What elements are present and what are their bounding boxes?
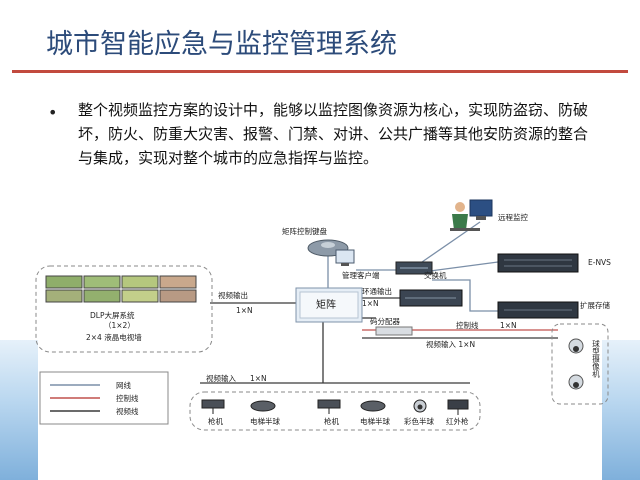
dome-half-camera-icon [250,400,276,412]
legend: 网线 控制线 视频线 [39,371,169,425]
camera-label: 枪机 [208,416,223,426]
management-client-label: 管理客户端 [342,270,380,280]
tv-screen [83,289,121,303]
client-monitor-icon [335,249,355,264]
video-input-right-label: 视频输入 1×N [426,339,475,349]
legend-network-label: 网线 [116,380,131,390]
camera-label: 枪机 [324,416,339,426]
dome-half-camera-icon [360,400,386,412]
splitter-unit: 码分配器 [370,317,413,336]
expand-storage-label: 扩展存储 [580,300,610,310]
video-input-bottom-count: 1×N [250,374,267,383]
loop-output-count: 1×N [362,299,379,308]
tv-wall-group: DLP大屏系统 （1×2） 2×4 液晶电视墙 [35,265,213,353]
expand-storage: 扩展存储 [497,300,610,319]
network-switch: 交换机 [395,261,447,280]
operator-head-icon [455,202,465,212]
dome-camera-label: 球型摄像机 [591,339,600,379]
connection-lines [200,221,558,384]
camera-label: 电梯半球 [250,416,280,426]
dome-camera-group: 球型摄像机 [551,323,609,405]
envs-rack-icon [497,253,579,273]
lcd-wall-label: 2×4 液晶电视墙 [86,332,142,342]
control-line-label: 控制线 [456,320,479,330]
loop-output-label: 环通输出 [362,286,392,296]
envs-server: E-NVS [497,253,611,273]
slide-title: 城市智能应急与监控管理系统 [46,29,397,60]
camera-dashed-frame [189,391,481,431]
sky-decoration-right [602,340,640,480]
matrix-keyboard-label: 矩阵控制键盘 [282,226,327,236]
tv-wall-screens [45,275,197,303]
dome-dashed-frame [551,323,609,405]
video-output-label: 视频输出 [218,290,248,300]
dlp-label-line2: （1×2） [104,321,135,330]
ir-bullet-camera-icon [447,399,469,410]
title-underline [12,70,628,73]
legend-video-label: 视频线 [116,406,139,416]
loop-output-unit: 环通输出 1×N [362,286,463,308]
line-switch-to-envs [429,261,499,272]
remote-monitor-station: 远程监控 [450,199,528,231]
bullet-paragraph: 整个视频监控方案的设计中，能够以监控图像资源为核心，实现防盗窃、防破坏，防火、防… [78,101,589,167]
video-input-bottom-label: 视频输入 [206,373,236,383]
legend-control-label: 控制线 [116,393,139,403]
tv-screen [83,275,121,289]
tv-screen [121,275,159,289]
camera-group: 视频输入 1×N 枪机 电梯半球 枪机 电梯半球 彩色半球 红外枪 [189,373,481,431]
splitter-icon [375,326,413,336]
tv-screen [45,275,83,289]
switch-label: 交换机 [424,270,447,280]
camera-label: 红外枪 [446,416,469,426]
tv-wall-dashed-frame [35,265,213,353]
control-line-count: 1×N [500,321,517,330]
camera-label: 彩色半球 [404,416,434,426]
camera-label: 电梯半球 [360,416,390,426]
bullet-camera-icon [317,399,341,409]
matrix-label: 矩阵 [316,298,336,311]
matrix-unit: 矩阵 [295,287,363,323]
envs-label: E-NVS [588,258,611,267]
operator-body-icon [452,214,468,230]
tv-screen [159,275,197,289]
bullet-camera-icon [201,399,225,409]
tv-screen [159,289,197,303]
sky-decoration-left [0,340,38,480]
splitter-label: 码分配器 [370,317,400,326]
dlp-label-line1: DLP大屏系统 [90,310,135,320]
line-switch-to-storage [432,279,498,312]
tv-screen [121,289,159,303]
tv-screen [45,289,83,303]
management-client: 管理客户端 [335,249,380,280]
video-output-count: 1×N [236,306,253,315]
bullet-marker: • [48,103,58,122]
remote-monitor-label: 远程监控 [498,212,528,222]
remote-monitor-screen [469,199,493,217]
